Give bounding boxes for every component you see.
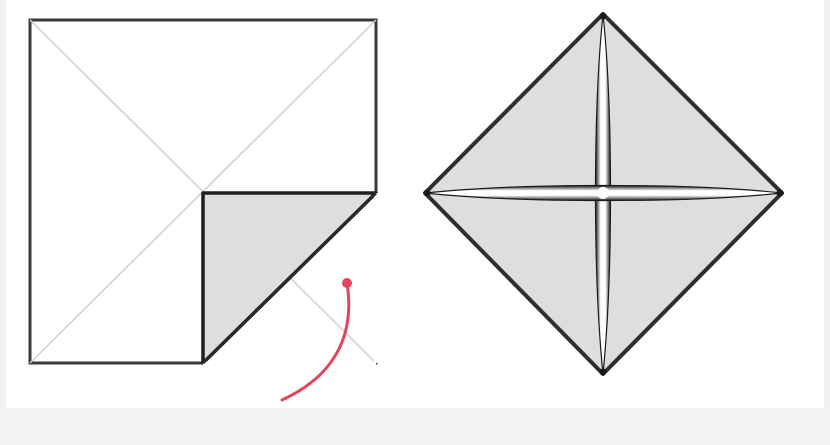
fold-corner-step [30,20,376,400]
corner-right [777,190,784,197]
corner-top [600,13,607,20]
fold-arrow-head-icon [342,278,352,288]
corner-bottom [600,369,607,376]
corner-left [424,190,431,197]
center-point [597,187,609,199]
folded-square-result [424,13,784,376]
